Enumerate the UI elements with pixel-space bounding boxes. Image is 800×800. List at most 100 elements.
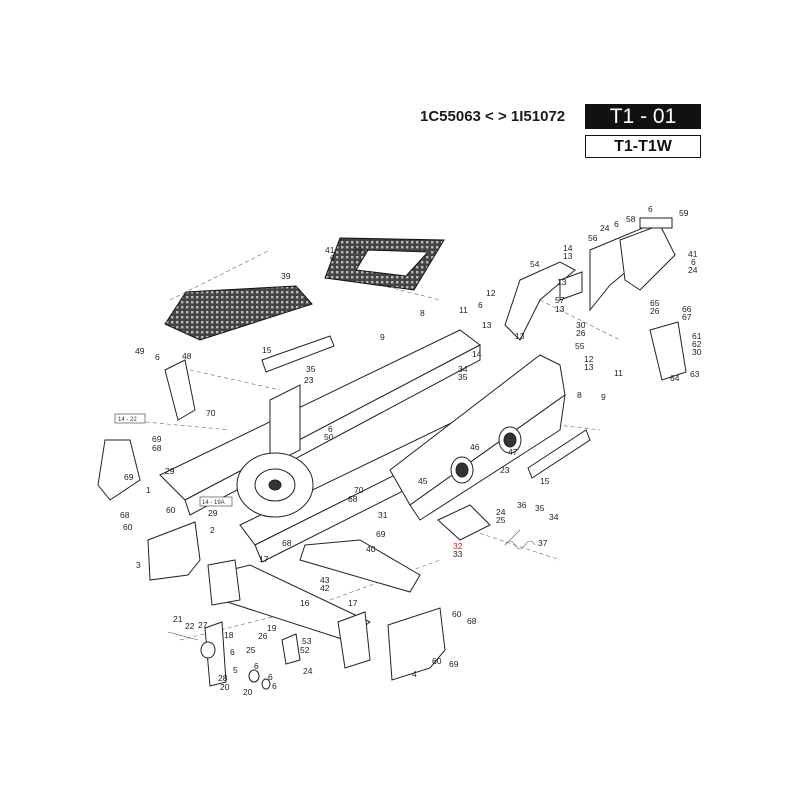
callout-label: 6	[254, 661, 259, 671]
callout-label: 6	[268, 672, 273, 682]
callout-label: 67	[682, 312, 692, 322]
callout-label: 21	[173, 614, 183, 624]
left-platform-grille	[164, 285, 313, 341]
reference-tag-14-19a-text: 14 - 19A	[202, 500, 225, 506]
callout-label: 17	[259, 554, 269, 564]
callout-label: 34	[549, 512, 559, 522]
callout-label: 35	[458, 372, 468, 382]
trim-strips	[261, 335, 591, 479]
callout-label: 68	[120, 510, 130, 520]
callout-label: 6	[330, 253, 335, 263]
front-plate-left	[147, 521, 201, 581]
reference-tag-14-22: 14 - 22	[114, 413, 146, 424]
callout-label: 35	[535, 503, 545, 513]
callout-label: 62	[692, 339, 702, 349]
callout-label: 60	[166, 505, 176, 515]
callout-label: 27	[198, 620, 208, 630]
callout-label: 4	[412, 669, 417, 679]
callout-label: 29	[208, 508, 218, 518]
callout-label: 20	[243, 687, 253, 697]
callout-label: 22	[185, 621, 195, 631]
callout-label: 5	[233, 665, 238, 675]
callout-label: 46	[470, 442, 480, 452]
callout-label: 13	[482, 320, 492, 330]
callout-label: 39	[353, 245, 363, 255]
callout-label: 59	[679, 208, 689, 218]
side-bracket	[164, 359, 196, 421]
callout-label: 24	[688, 265, 698, 275]
callout-label: 64	[670, 373, 680, 383]
callout-label: 53	[302, 636, 312, 646]
front-axle-assembly	[207, 559, 371, 669]
callout-label: 11	[459, 305, 468, 315]
callout-label: 55	[575, 341, 585, 351]
callout-label: 52	[300, 645, 310, 655]
callout-label: 6	[328, 424, 333, 434]
callout-label: 26	[576, 328, 586, 338]
callout-label: 24	[496, 507, 506, 517]
callout-label: 15	[262, 345, 272, 355]
right-platform-grille	[324, 237, 445, 291]
bearing-rings	[450, 426, 522, 484]
callout-label: 11	[614, 368, 623, 378]
callout-label: 57	[555, 295, 565, 305]
callout-label: 40	[366, 544, 376, 554]
callout-label: 23	[500, 465, 510, 475]
callout-label: 29	[165, 466, 175, 476]
callout-label: 3	[136, 560, 141, 570]
callout-label: 26	[650, 306, 660, 316]
front-plate-right	[387, 607, 446, 681]
part-number-callouts: 6 59 58 24 6 56 14 13 41 6 24 41 6 39 54…	[120, 204, 702, 697]
callout-label: 6	[648, 204, 653, 214]
callout-label: 69	[124, 472, 134, 482]
callout-label: 9	[601, 392, 606, 402]
callout-label: 8	[420, 308, 425, 318]
callout-label: 14	[472, 349, 482, 359]
callout-label: 58	[626, 214, 636, 224]
callout-label: 66	[682, 304, 692, 314]
callout-label: 15	[540, 476, 550, 486]
callout-label: 24	[600, 223, 610, 233]
callout-label: 49	[135, 346, 145, 356]
callout-label: 63	[690, 369, 700, 379]
callout-label: 14	[563, 243, 573, 253]
callout-label: 13	[584, 362, 594, 372]
serial-range: 1C55063 < > 1I51072	[420, 108, 566, 125]
callout-label: 68	[282, 538, 292, 548]
callout-label: 13	[555, 304, 565, 314]
callout-label: 69	[376, 529, 386, 539]
callout-label: 41	[688, 249, 698, 259]
callout-label: 6	[155, 352, 160, 362]
page-code-box: T1 - 01	[585, 104, 701, 129]
callout-label: 9	[380, 332, 385, 342]
callout-label: 42	[320, 583, 330, 593]
lever-plate	[97, 439, 141, 501]
callout-label: 68	[467, 616, 477, 626]
callout-label: 70	[354, 485, 364, 495]
callout-label: 6	[230, 647, 235, 657]
callout-label: 28	[218, 673, 228, 683]
callout-label: 41	[325, 245, 335, 255]
callout-label: 20	[220, 682, 230, 692]
callout-label: 43	[320, 575, 330, 585]
callout-label: 18	[224, 630, 234, 640]
callout-label: 19	[267, 623, 277, 633]
callout-label: 35	[306, 364, 316, 374]
callout-label: 48	[182, 351, 192, 361]
callout-label: 70	[206, 408, 216, 418]
callout-label: 16	[300, 598, 310, 608]
callout-label: 47	[508, 447, 518, 457]
callout-label: 12	[486, 288, 496, 298]
callout-label: 50	[324, 432, 334, 442]
callout-label: 60	[452, 609, 462, 619]
callout-label: 1	[146, 485, 151, 495]
callout-label-highlighted: 32	[453, 541, 463, 551]
callout-label: 68	[152, 443, 162, 453]
callout-label: 23	[304, 375, 314, 385]
callout-label: 2	[210, 525, 215, 535]
callout-label: 30	[692, 347, 702, 357]
callout-label: 31	[378, 510, 388, 520]
model-box: T1-T1W	[585, 135, 701, 158]
return-spring	[437, 504, 536, 550]
